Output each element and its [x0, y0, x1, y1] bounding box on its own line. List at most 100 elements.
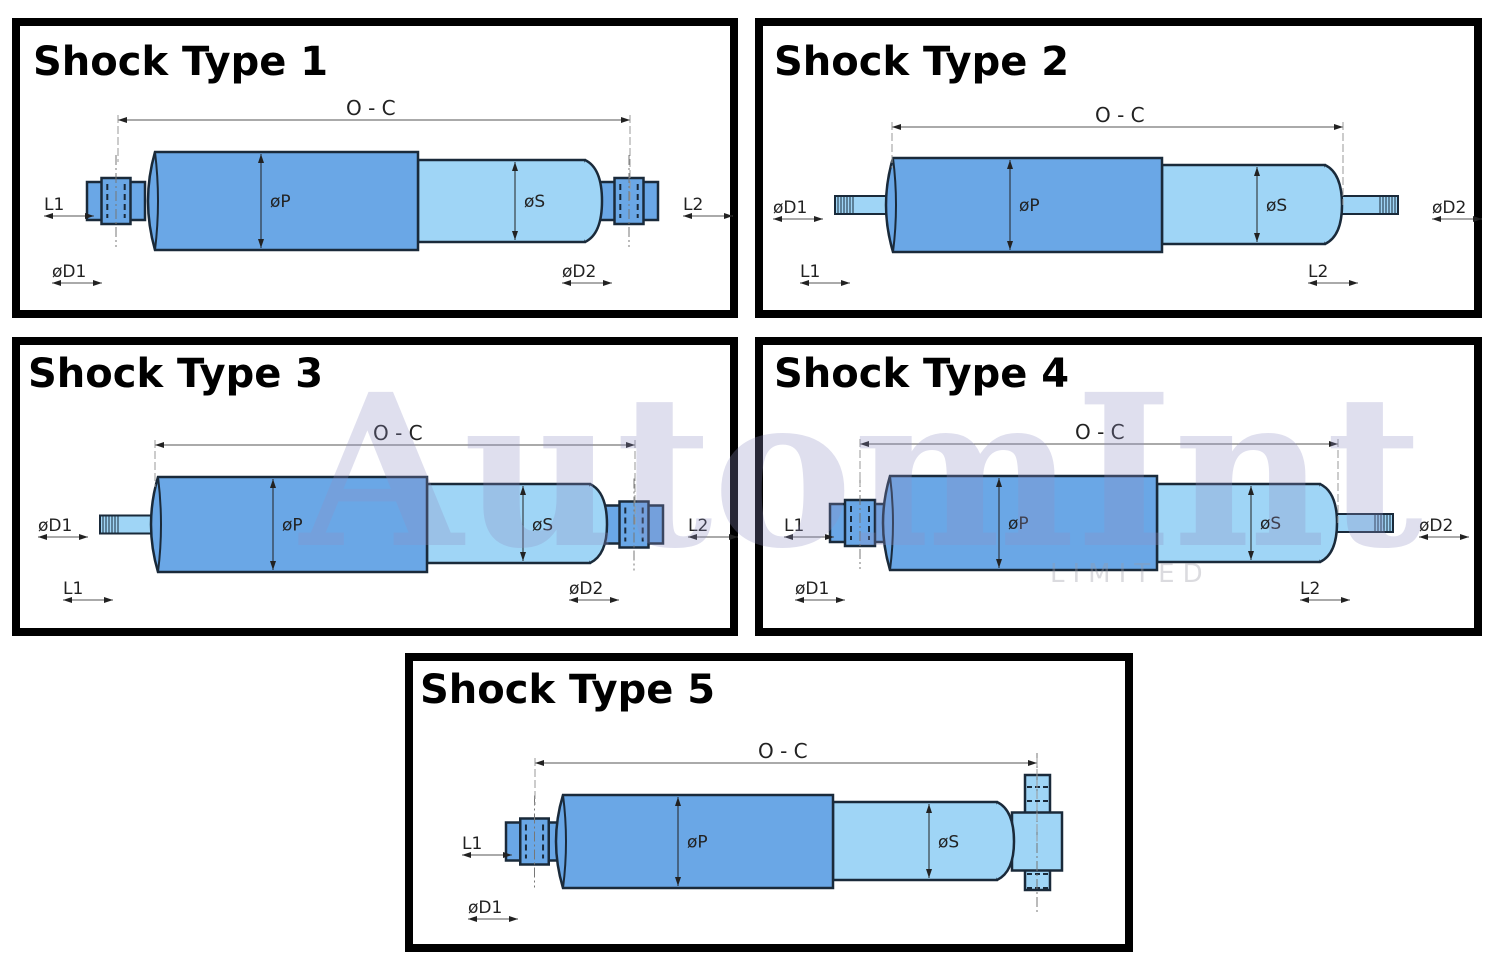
body-cap-line [154, 151, 159, 251]
shock-body [884, 156, 1164, 254]
panel-title: Shock Type 5 [420, 667, 715, 713]
arrow-head [675, 877, 681, 886]
dimension-label: L2 [1300, 579, 1320, 599]
dimension-label: øD2 [1419, 516, 1453, 536]
oc-label: O - C [1075, 420, 1125, 444]
arrow-head [85, 213, 94, 219]
arrow-head [1007, 160, 1013, 169]
arrow-head [79, 534, 88, 540]
arrow-head [562, 280, 571, 286]
shock-body [881, 474, 1159, 572]
shock-body [149, 475, 429, 574]
shock-tube [1160, 163, 1337, 246]
body-cap-line [157, 476, 162, 573]
arrow-head [1248, 486, 1254, 495]
dimension-label: L1 [784, 516, 804, 536]
tube-end-cap [1324, 163, 1344, 246]
arrow-head [468, 916, 477, 922]
arrow-head [1248, 551, 1254, 560]
arrow-head [44, 213, 53, 219]
dimension-label: øD1 [52, 262, 86, 282]
p-diameter-label: øP [1019, 196, 1040, 216]
arrow-head [520, 552, 526, 561]
arrow-head [926, 804, 932, 813]
body-cap-line [892, 157, 897, 253]
arrow-head [1028, 760, 1037, 766]
arrow-head [569, 597, 578, 603]
tube-end-cap [996, 800, 1016, 882]
dimension-label: L1 [63, 579, 83, 599]
arrow-head [270, 561, 276, 570]
body-cap-line [562, 794, 567, 889]
shock-tube [831, 800, 1009, 882]
arrow-head [104, 597, 113, 603]
arrow-head [509, 916, 518, 922]
oc-label: O - C [373, 421, 423, 445]
p-diameter-label: øP [1008, 514, 1029, 534]
arrow-head [258, 239, 264, 248]
dimension-label: øD1 [468, 898, 502, 918]
dimension-label: øD2 [569, 579, 603, 599]
p-diameter-label: øP [687, 833, 708, 853]
arrow-head [38, 534, 47, 540]
arrow-head [1341, 597, 1350, 603]
arrow-head [1473, 216, 1482, 222]
s-diameter-label: øS [938, 833, 959, 853]
s-diameter-label: øS [1260, 514, 1281, 534]
s-diameter-label: øS [1266, 196, 1287, 216]
tube-end-cap [1319, 482, 1339, 564]
arrow-head [841, 280, 850, 286]
arrow-head [1349, 280, 1358, 286]
panel-title: Shock Type 2 [774, 39, 1069, 85]
arrow-head [118, 117, 127, 123]
dimension-label: øD1 [773, 198, 807, 218]
dimension-label: L2 [688, 516, 708, 536]
arrow-head [1460, 534, 1469, 540]
arrow-head [1308, 280, 1317, 286]
arrow-head [93, 280, 102, 286]
arrow-head [621, 117, 630, 123]
arrow-head [675, 797, 681, 806]
arrow-head [503, 852, 512, 858]
arrow-head [814, 216, 823, 222]
arrow-head [773, 216, 782, 222]
dimension-label: øD2 [1432, 198, 1466, 218]
dimension-label: øD1 [38, 516, 72, 536]
arrow-head [1254, 233, 1260, 242]
arrow-head [1254, 167, 1260, 176]
arrow-head [892, 124, 901, 130]
shock-body [554, 793, 835, 890]
arrow-head [270, 479, 276, 488]
shock-tube [416, 158, 597, 244]
arrow-head [1334, 124, 1343, 130]
arrow-head [63, 597, 72, 603]
arrow-head [784, 534, 793, 540]
arrow-head [155, 442, 164, 448]
arrow-head [724, 213, 733, 219]
arrow-head [1329, 441, 1338, 447]
panel-title: Shock Type 1 [33, 39, 328, 85]
arrow-head [926, 869, 932, 878]
arrow-head [996, 478, 1002, 487]
watermark-logo: AutomInt [298, 348, 1423, 595]
arrow-head [52, 280, 61, 286]
arrow-head [1432, 216, 1441, 222]
arrow-head [512, 231, 518, 240]
shock-body [146, 150, 420, 252]
dimension-label: L1 [462, 834, 482, 854]
arrow-head [603, 280, 612, 286]
watermark-subtext: LIMITED [1050, 559, 1211, 589]
dimension-label: L2 [1308, 262, 1328, 282]
arrow-head [729, 534, 738, 540]
arrow-head [535, 760, 544, 766]
arrow-head [825, 534, 834, 540]
panel-title: Shock Type 3 [28, 351, 323, 397]
p-diameter-label: øP [282, 516, 303, 536]
arrow-head [800, 280, 809, 286]
arrow-head [688, 534, 697, 540]
